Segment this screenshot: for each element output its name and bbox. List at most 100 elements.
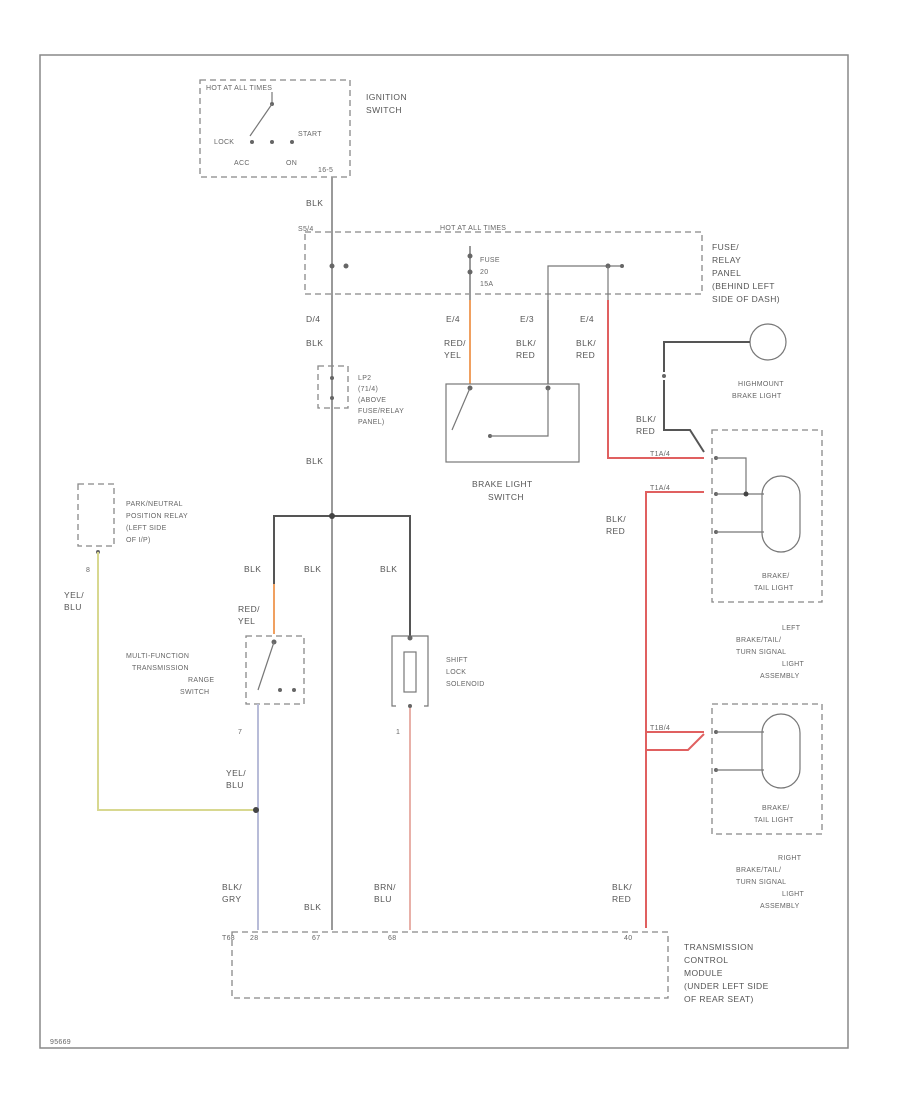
diagram-frame — [39, 54, 849, 1049]
tcm-name-3: MODULE — [684, 968, 723, 978]
fuse-label-2: 20 — [480, 269, 488, 276]
right-lamp-box — [711, 703, 823, 835]
shift-lock-pin-top — [407, 635, 413, 641]
left-lamp-assembly: BRAKE/ TAIL LIGHT LEFT BRAKE/TAIL/ TURN … — [711, 429, 823, 680]
diagram-code: 95669 — [50, 1039, 71, 1046]
wire-blk-red-lamps — [607, 300, 704, 459]
tcm-pin-28: 28 — [250, 935, 258, 942]
shift-lock-pin-label: 1 — [396, 729, 400, 736]
left-lamp-pin-1: T1A/4 — [650, 451, 670, 458]
ignition-header: HOT AT ALL TIMES — [206, 85, 272, 92]
range-switch-name-2: TRANSMISSION — [132, 665, 189, 672]
label-brn-blu-b: BLU — [374, 894, 392, 904]
wire-highmount-ground — [663, 341, 750, 372]
highmount-bulb — [749, 323, 787, 361]
fuse-panel-pin-left: S5/4 — [298, 226, 314, 233]
shift-lock-solenoid: SHIFT LOCK SOLENOID 1 — [391, 635, 485, 736]
label-blk-gry-b: GRY — [222, 894, 241, 904]
lp2-name-5: PANEL) — [358, 419, 385, 426]
label-blk-red-mid-b: RED — [606, 526, 625, 536]
fuse-bus-end — [620, 264, 624, 268]
brake-switch-name-2: SWITCH — [488, 492, 524, 502]
left-lamp-assembly-2: BRAKE/TAIL/ — [736, 637, 781, 644]
label-red-yel-1b: YEL — [444, 350, 461, 360]
brake-switch-name-1: BRAKE LIGHT — [472, 479, 533, 489]
right-lamp-assembly-1: RIGHT — [778, 855, 802, 862]
transmission-control-module: T68 28 67 68 40 TRANSMISSION CONTROL MOD… — [222, 931, 768, 1004]
range-switch: MULTI-FUNCTION TRANSMISSION RANGE SWITCH… — [126, 635, 305, 736]
tcm-name-5: OF REAR SEAT) — [684, 994, 754, 1004]
fuse-node-top — [467, 253, 473, 259]
fuse-panel-header: HOT AT ALL TIMES — [440, 225, 506, 232]
fuse-panel-bus — [547, 265, 622, 300]
right-lamp-assembly-2: BRAKE/TAIL/ — [736, 867, 781, 874]
wire-highmount-feed — [663, 380, 705, 453]
label-blk-2: BLK — [306, 338, 323, 348]
range-switch-pin: 7 — [238, 729, 242, 736]
wire-right-lamp-feed-2 — [646, 733, 705, 751]
park-relay-pin-label: 8 — [86, 567, 90, 574]
ignition-contact-on — [270, 140, 274, 144]
tcm-pin-68: 68 — [388, 935, 396, 942]
label-blk-red-1b: RED — [516, 350, 535, 360]
fuse-relay-panel: HOT AT ALL TIMES S5/4 FUSE 20 15A FUSE/ … — [298, 225, 780, 304]
fuse-panel-name-4: (BEHIND LEFT — [712, 281, 775, 291]
park-relay-box — [77, 483, 115, 547]
ignition-pos-acc: ACC — [234, 160, 250, 167]
right-lamp-bulb-label-1: BRAKE/ — [762, 805, 789, 812]
right-lamp-assembly-5: ASSEMBLY — [760, 903, 800, 910]
shift-lock-name-2: LOCK — [446, 669, 466, 676]
left-lamp-box — [711, 429, 823, 603]
label-blk-bottom: BLK — [304, 902, 321, 912]
tcm-box — [231, 931, 669, 999]
wire-blk-splice — [273, 515, 411, 636]
label-blk-red-mid-a: BLK/ — [606, 514, 626, 524]
fuse-junction-left — [329, 263, 335, 269]
ignition-pin: 16-5 — [318, 167, 333, 174]
label-blk-red-2a: BLK/ — [576, 338, 596, 348]
wire-yel-blu-relay — [97, 552, 256, 811]
fuse-panel-name-1: FUSE/ — [712, 242, 739, 252]
right-lamp-bulb-label-2: TAIL LIGHT — [754, 817, 794, 824]
left-lamp-assembly-4: LIGHT — [782, 661, 805, 668]
fuse-pin-e4-1: E/4 — [446, 314, 460, 324]
label-blk-red-hm-a: BLK/ — [636, 414, 656, 424]
ignition-pos-start: START — [298, 131, 322, 138]
label-blk-red-bottom-a: BLK/ — [612, 882, 632, 892]
range-switch-box — [245, 635, 305, 705]
right-lamp-bulb — [761, 713, 801, 789]
brake-switch-box — [445, 383, 580, 463]
park-neutral-relay: 8 PARK/NEUTRAL POSITION RELAY (LEFT SIDE… — [77, 483, 188, 574]
highmount-brake-light: HIGHMOUNT BRAKE LIGHT — [662, 323, 787, 400]
right-lamp-assembly-3: TURN SIGNAL — [736, 879, 786, 886]
right-lamp-pin: T1B/4 — [650, 725, 670, 732]
left-lamp-bulb-label-2: TAIL LIGHT — [754, 585, 794, 592]
label-blk-1: BLK — [306, 198, 323, 208]
fuse-panel-name-2: RELAY — [712, 255, 741, 265]
label-blk-red-hm-b: RED — [636, 426, 655, 436]
label-red-yel-1a: RED/ — [444, 338, 466, 348]
tcm-pin-40: 40 — [624, 935, 632, 942]
label-blk-red-bottom-b: RED — [612, 894, 631, 904]
tcm-pin-67: 67 — [312, 935, 320, 942]
lp2-box — [317, 365, 349, 409]
lp2-name-4: FUSE/RELAY — [358, 408, 404, 415]
left-lamp-bulb-label-1: BRAKE/ — [762, 573, 789, 580]
ignition-contact-acc — [250, 140, 254, 144]
label-yel-blu-2b: BLU — [226, 780, 244, 790]
range-switch-name-4: SWITCH — [180, 689, 209, 696]
label-blk-left: BLK — [244, 564, 261, 574]
lp2-name-1: LP2 — [358, 375, 371, 382]
left-lamp-assembly-3: TURN SIGNAL — [736, 649, 786, 656]
park-relay-name-4: OF I/P) — [126, 537, 151, 544]
highmount-name-1: HIGHMOUNT — [738, 381, 784, 388]
shift-lock-name-3: SOLENOID — [446, 681, 485, 688]
shift-lock-name-1: SHIFT — [446, 657, 468, 664]
brake-switch-return — [490, 388, 549, 437]
label-yel-blu-2a: YEL/ — [226, 768, 246, 778]
lp2-name-3: (ABOVE — [358, 397, 386, 404]
fuse-node-bottom — [467, 269, 473, 275]
fuse-panel-name-3: PANEL — [712, 268, 741, 278]
ignition-blade — [249, 103, 273, 137]
